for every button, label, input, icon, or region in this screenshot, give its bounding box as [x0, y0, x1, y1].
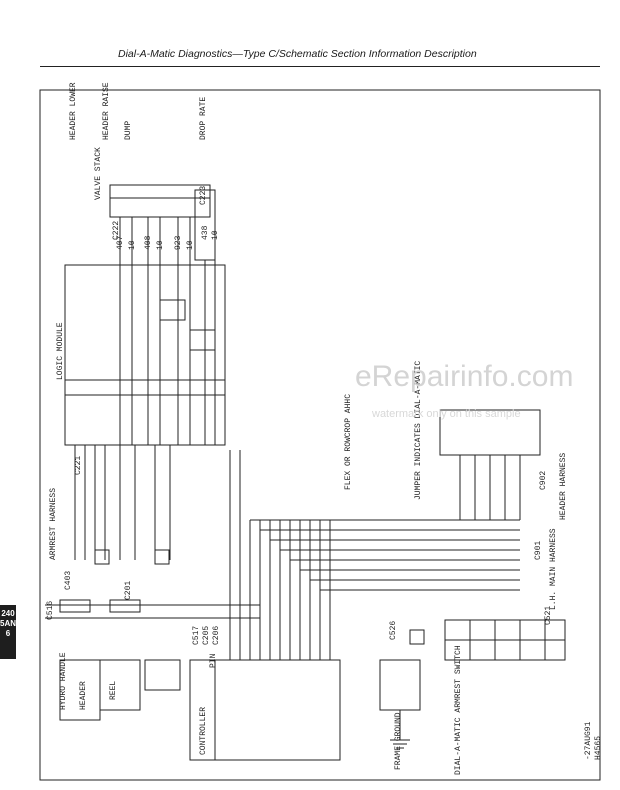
- watermark-sub: watermark only on this sample: [372, 408, 521, 420]
- flex-rowcrop-label: FLEX OR ROWCROP AHHC: [344, 394, 353, 490]
- coil-2: [189, 329, 216, 351]
- c201-label: C201: [124, 581, 133, 600]
- c403-connector-box: [59, 599, 91, 613]
- hydro-handle-label: HYDRO HANDLE: [59, 652, 68, 710]
- valve-wire-2: 10: [128, 240, 137, 250]
- wire-1-tag: [154, 549, 170, 565]
- valve-wire-3: 408: [144, 235, 153, 250]
- valve-wire-4: 10: [156, 240, 165, 250]
- frame-ground-label: FRAME GROUND: [394, 712, 403, 770]
- armrest-switch-label: DIAL-A-MATIC ARMREST SWITCH: [454, 645, 463, 775]
- header-harness-label: HEADER HARNESS: [559, 453, 568, 520]
- section-tab: 240 5AN 6: [0, 605, 16, 659]
- valve-wire-5: 923: [174, 235, 183, 250]
- valve-wire-6: 10: [186, 240, 195, 250]
- c517-label: C517: [192, 626, 201, 645]
- header-rule: [40, 66, 600, 67]
- valve-stack-label: VALVE STACK: [94, 147, 103, 200]
- schematic-border: [39, 89, 601, 781]
- tab-line-1: 240: [1, 609, 15, 618]
- c222-label: C222: [112, 221, 121, 240]
- controller-label: CONTROLLER: [199, 707, 208, 755]
- lh-main-harness-label: L.H. MAIN HARNESS: [549, 528, 558, 610]
- wire-16-tag: [94, 549, 110, 565]
- figure-code: H4565: [594, 736, 603, 760]
- c901-label: C901: [534, 541, 543, 560]
- pin-label: PIN: [209, 653, 218, 668]
- drop-wire-1: 438: [201, 225, 210, 240]
- c403-lower-connector: [379, 659, 421, 711]
- header-lower-label: HEADER LOWER: [69, 82, 78, 140]
- armrest-harness-label: ARMREST HARNESS: [49, 488, 58, 560]
- logic-module-label: LOGIC MODULE: [56, 322, 65, 380]
- header-raise-label: HEADER RAISE: [102, 82, 111, 140]
- valve-wire-1: 407: [116, 235, 125, 250]
- logic-module-box: [64, 264, 226, 446]
- coil-1: [159, 299, 186, 321]
- c516-label: C516: [46, 601, 55, 620]
- figure-code-2: -27AUG91: [584, 721, 593, 760]
- c526-label: C526: [389, 621, 398, 640]
- header-label: HEADER: [79, 681, 88, 710]
- drop-wire-2: 10: [211, 230, 220, 240]
- jumper-label: JUMPER INDICATES DIAL-A-MATIC: [414, 361, 423, 500]
- reel-label: REEL: [109, 681, 118, 700]
- c223-label: C223: [199, 186, 208, 205]
- c205-label: C205: [202, 626, 211, 645]
- drop-rate-label: DROP RATE: [199, 97, 208, 140]
- c526-tag: [409, 629, 425, 645]
- c521-label: C521: [544, 606, 553, 625]
- page-title: Dial-A-Matic Diagnostics—Type C/Schemati…: [118, 48, 477, 60]
- tab-line-3: 6: [5, 629, 11, 638]
- c403-label: C403: [64, 571, 73, 590]
- reel-switch-box: [99, 659, 141, 711]
- watermark-main: eRepairinfo.com: [355, 360, 574, 393]
- c902-label: C902: [539, 471, 548, 490]
- dump-label: DUMP: [124, 121, 133, 140]
- c221-label: C221: [74, 456, 83, 475]
- c206-label: C206: [212, 626, 221, 645]
- armrest-switch-small-box: [144, 659, 181, 691]
- controller-box: [189, 659, 341, 761]
- c201-connector-box: [109, 599, 141, 613]
- tab-line-2: 5AN: [0, 619, 17, 628]
